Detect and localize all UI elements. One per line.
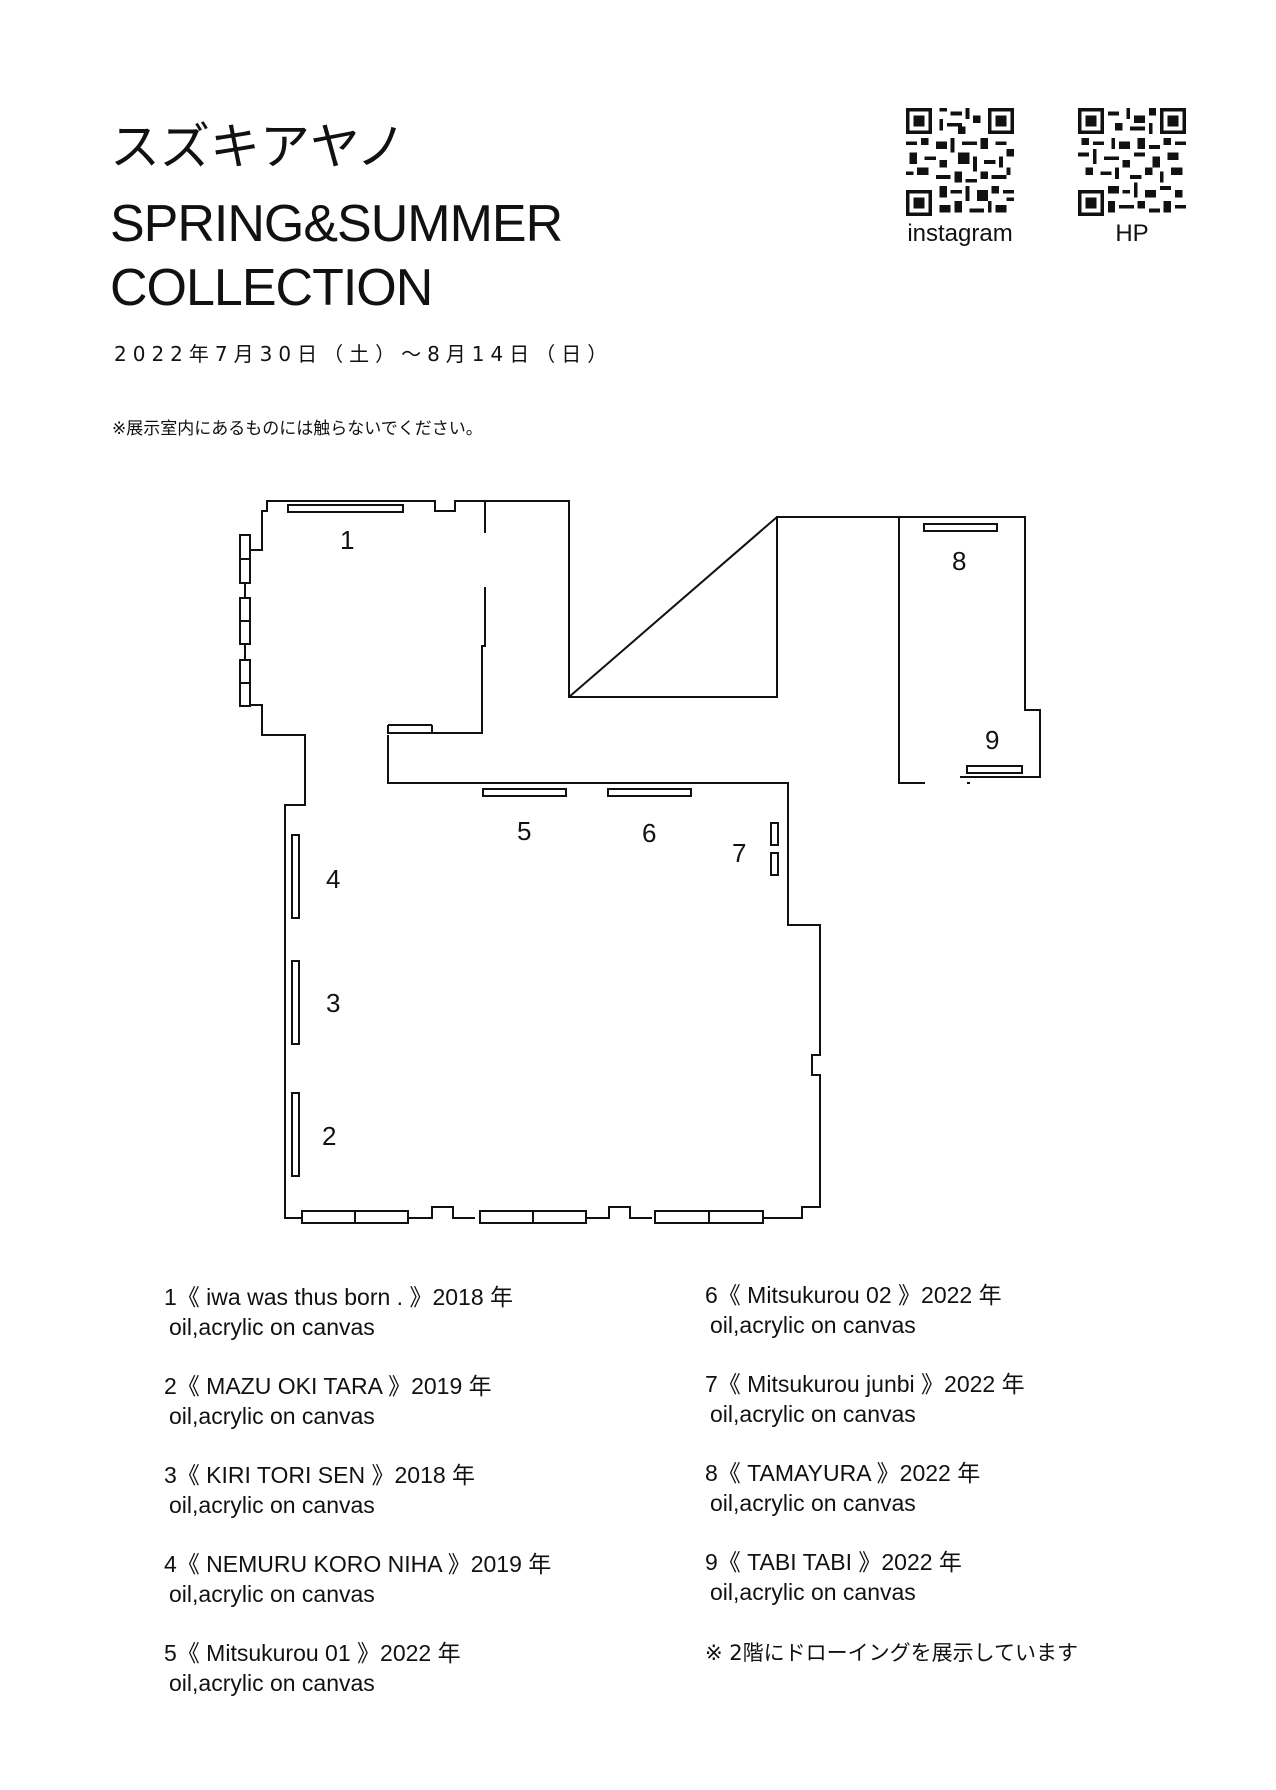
work-item: 7《 Mitsukurou junbi 》2022 年 oil,acrylic …: [705, 1369, 1225, 1429]
do-not-touch-notice: ※展示室内にあるものには触らないでください。: [112, 419, 483, 439]
qr-label-homepage: HP: [1115, 220, 1149, 247]
floor-plan-wall: [899, 516, 1041, 778]
artwork-marker-2: [291, 1092, 300, 1177]
work-medium: oil,acrylic on canvas: [710, 1490, 916, 1516]
artwork-marker-6: [607, 788, 692, 797]
floor-plan-label-1: 1: [340, 525, 354, 555]
work-item: 8《 TAMAYURA 》2022 年 oil,acrylic on canva…: [705, 1458, 1225, 1518]
title-collection-line2: COLLECTION: [110, 259, 433, 317]
floor-plan-label-6: 6: [642, 818, 656, 848]
floor-plan-label-3: 3: [326, 988, 340, 1018]
floor-plan-label-4: 4: [326, 864, 340, 894]
work-medium: oil,acrylic on canvas: [710, 1401, 916, 1427]
work-title: 9《 TABI TABI 》2022 年: [705, 1549, 962, 1575]
floor-plan-diagonal: [568, 516, 778, 698]
drawings-second-floor-note: ※ 2階にドローイングを展示しています: [705, 1641, 1079, 1665]
title-collection-line1: SPRING&SUMMER: [110, 195, 563, 253]
work-medium: oil,acrylic on canvas: [169, 1314, 375, 1340]
artwork-marker-7b: [770, 852, 779, 876]
work-medium: oil,acrylic on canvas: [169, 1492, 375, 1518]
work-item: 5《 Mitsukurou 01 》2022 年 oil,acrylic on …: [164, 1638, 684, 1698]
floor-plan-wall: [387, 587, 486, 734]
work-medium: oil,acrylic on canvas: [710, 1312, 916, 1338]
floor-plan-wall: [408, 1206, 475, 1219]
work-medium: oil,acrylic on canvas: [169, 1581, 375, 1607]
floor-plan-wall: [585, 1206, 652, 1219]
work-title: 7《 Mitsukurou junbi 》2022 年: [705, 1371, 1025, 1397]
work-title: 3《 KIRI TORI SEN 》2018 年: [164, 1462, 476, 1488]
work-item: 2《 MAZU OKI TARA 》2019 年 oil,acrylic on …: [164, 1371, 684, 1431]
work-item: 4《 NEMURU KORO NIHA 》2019 年 oil,acrylic …: [164, 1549, 684, 1609]
artwork-marker-3: [291, 960, 300, 1045]
work-title: 4《 NEMURU KORO NIHA 》2019 年: [164, 1551, 552, 1577]
work-title: 1《 iwa was thus born . 》2018 年: [164, 1284, 513, 1310]
work-medium: oil,acrylic on canvas: [169, 1670, 375, 1696]
artwork-marker-4: [291, 834, 300, 919]
work-title: 8《 TAMAYURA 》2022 年: [705, 1460, 981, 1486]
qr-homepage[interactable]: HP: [1072, 108, 1192, 248]
work-item: 3《 KIRI TORI SEN 》2018 年 oil,acrylic on …: [164, 1460, 684, 1520]
artwork-marker-8: [923, 523, 998, 532]
floor-plan: 1 2 3 4 5 6 7 8 9: [239, 500, 1041, 1224]
floor-plan-label-5: 5: [517, 816, 531, 846]
floor-plan-label-9: 9: [985, 725, 999, 755]
work-item: 9《 TABI TABI 》2022 年 oil,acrylic on canv…: [705, 1547, 1225, 1607]
qr-code-icon: [906, 108, 1014, 216]
floor-plan-wall: [485, 500, 899, 698]
floor-plan-label-2: 2: [322, 1121, 336, 1151]
work-medium: oil,acrylic on canvas: [169, 1403, 375, 1429]
floor-plan-wall: [244, 500, 486, 1219]
work-title: 6《 Mitsukurou 02 》2022 年: [705, 1282, 1002, 1308]
floor-plan-wall: [898, 517, 925, 784]
title-artist-name: スズキアヤノ: [110, 118, 406, 176]
exhibition-dates: 2022年7月30日（土）〜8月14日（日）: [114, 342, 614, 366]
floor-plan-label-8: 8: [952, 546, 966, 576]
qr-instagram[interactable]: instagram: [900, 108, 1020, 248]
work-title: 2《 MAZU OKI TARA 》2019 年: [164, 1373, 492, 1399]
artwork-marker-5: [482, 788, 567, 797]
floor-plan-label-7: 7: [732, 838, 746, 868]
artwork-marker-9: [966, 765, 1023, 774]
floor-plan-wall: [387, 735, 821, 1219]
qr-label-instagram: instagram: [907, 220, 1013, 247]
work-item: 1《 iwa was thus born . 》2018 年 oil,acryl…: [164, 1282, 684, 1342]
work-medium: oil,acrylic on canvas: [710, 1579, 916, 1605]
qr-code-icon: [1078, 108, 1186, 216]
work-title: 5《 Mitsukurou 01 》2022 年: [164, 1640, 461, 1666]
artwork-marker-1: [287, 504, 404, 513]
artwork-marker-7a: [770, 822, 779, 846]
work-item: 6《 Mitsukurou 02 》2022 年 oil,acrylic on …: [705, 1280, 1225, 1340]
